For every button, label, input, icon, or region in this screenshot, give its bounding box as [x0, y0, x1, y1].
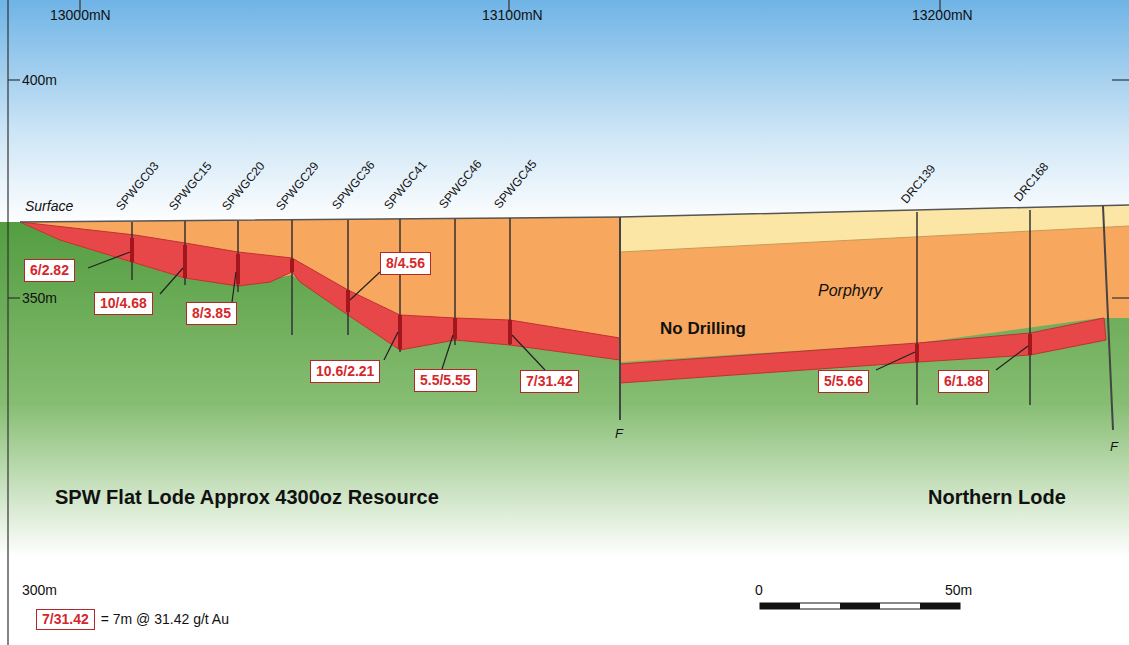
intercept-box: 8/3.85	[186, 302, 237, 325]
intercept-text: 8/4.56	[386, 255, 425, 272]
intercept-text: 7/31.42	[526, 373, 573, 390]
intercept-text: 8/3.85	[192, 305, 231, 322]
intercept-box: 7/31.42	[520, 370, 579, 393]
scale-label: 0	[755, 583, 763, 598]
intercept-box: 8/4.56	[380, 252, 431, 275]
elevation-label: 400m	[22, 73, 57, 88]
grid-label: 13000mN	[50, 8, 111, 23]
fault-label: F	[1110, 440, 1118, 454]
intercept-box: 6/1.88	[938, 370, 989, 393]
resource-title: SPW Flat Lode Approx 4300oz Resource	[55, 486, 439, 508]
intercept-text: 10.6/2.21	[316, 363, 374, 380]
intercept-text: 6/2.82	[30, 262, 69, 279]
grid-label: 13200mN	[912, 8, 973, 23]
intercept-box: 5.5/5.55	[414, 369, 477, 392]
rock-unit-label: Porphyry	[818, 282, 882, 300]
elevation-label: 300m	[22, 583, 57, 598]
lode-title: Northern Lode	[928, 486, 1066, 508]
intercept-box: 6/2.82	[24, 259, 75, 282]
scale-label: 50m	[945, 583, 972, 598]
grid-label: 13100mN	[482, 8, 543, 23]
fault-label: F	[615, 427, 623, 441]
intercept-text: 5/5.66	[824, 373, 863, 390]
legend-sample: 7/31.42	[36, 609, 95, 630]
intercept-box: 10.6/2.21	[310, 360, 380, 383]
intercept-text: 5.5/5.55	[420, 372, 471, 389]
region-label: No Drilling	[660, 320, 746, 339]
legend-text: = 7m @ 31.42 g/t Au	[101, 612, 229, 627]
elevation-label: 350m	[22, 291, 57, 306]
intercept-text: 10/4.68	[100, 295, 147, 312]
intercept-box: 10/4.68	[94, 292, 153, 315]
surface-label: Surface	[25, 199, 73, 214]
intercept-box: 5/5.66	[818, 370, 869, 393]
intercept-text: 6/1.88	[944, 373, 983, 390]
